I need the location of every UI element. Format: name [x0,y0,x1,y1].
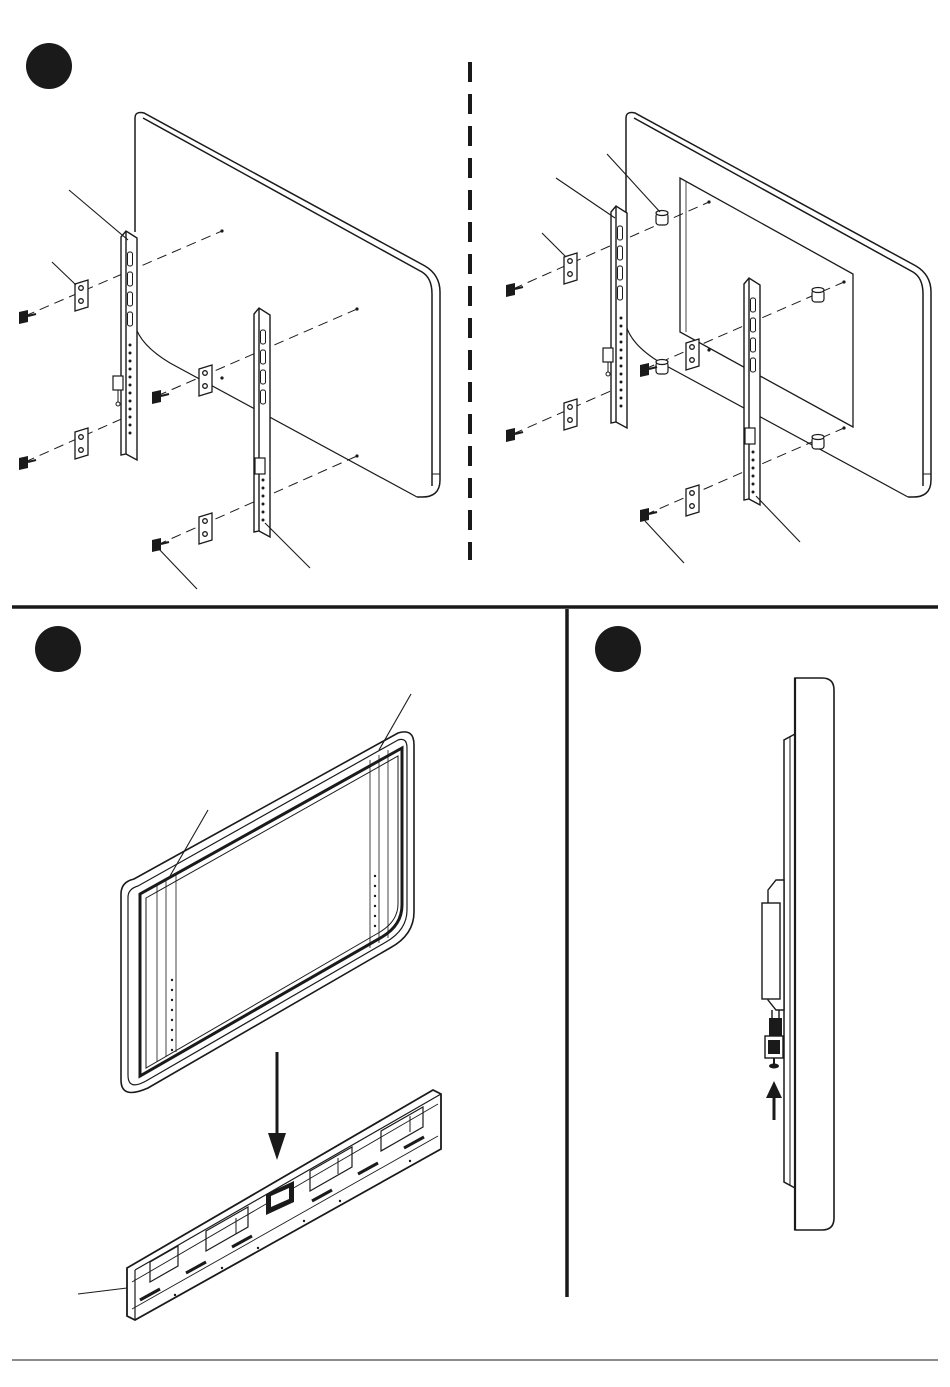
vertical-bracket [113,231,137,460]
screw-holes-right [707,200,845,429]
screw-holes-left [220,229,358,457]
spacer-plate [564,399,577,430]
vertical-bracket [254,308,270,537]
standoff [656,211,668,226]
spacer-plate [564,253,577,284]
standoff [656,360,668,375]
spacer-plate [75,280,88,311]
mount-side-profile [762,880,784,1030]
screw [152,390,169,404]
vertical-bracket [744,278,760,505]
recess-area [680,178,853,427]
screw [506,283,523,297]
spacer-plate [686,339,699,370]
spacer-plate [199,513,212,544]
step-number-badge [35,626,81,672]
standoff [812,288,824,303]
tv-back-panel-left [135,113,440,497]
callout-leader [52,190,310,589]
spacer-plate [199,365,212,396]
up-arrow [766,1081,782,1120]
screw [640,363,657,377]
bracket-ghost-holes [171,875,376,1051]
alignment-dashes-left [25,231,357,545]
spacer-plate [75,428,88,459]
down-arrow [268,1052,286,1160]
vertical-bracket [603,206,627,428]
callout-leader [542,154,800,563]
step-number-badge [595,626,641,672]
tv-back-panel-right [626,113,931,497]
standoff [812,435,824,450]
locking-screw-assembly [765,1018,783,1069]
screw [506,428,523,442]
step-number-badge [26,43,72,89]
screw [640,508,657,522]
tv-side-view [784,678,834,1230]
alignment-dashes-right [513,202,844,515]
spacer-plate [686,485,699,516]
